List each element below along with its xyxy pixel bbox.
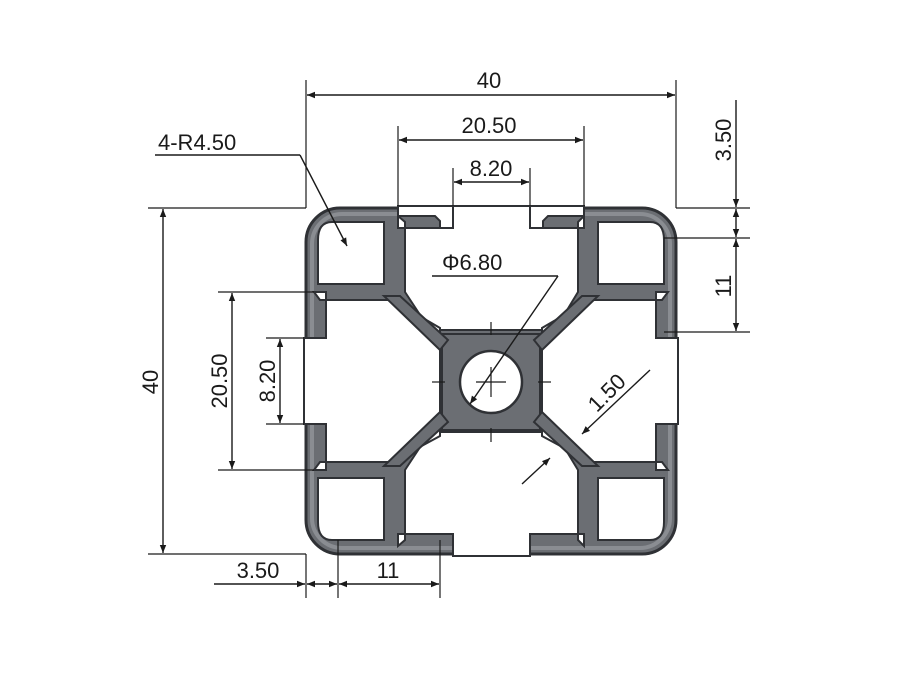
dim-bore: Φ6.80 xyxy=(442,250,502,275)
slot-top-channel xyxy=(397,205,585,331)
dim-overall-width: 40 xyxy=(477,68,501,93)
dim-pocket-right: 11 xyxy=(711,275,736,298)
cavity-top-left xyxy=(317,221,385,285)
dimension-lines xyxy=(148,80,750,598)
slot-bottom-channel xyxy=(397,431,585,557)
dim-overall-height: 40 xyxy=(138,370,163,394)
web-diagonals xyxy=(381,295,601,467)
slot-left-channel xyxy=(303,291,441,471)
dim-lip-bottom: 3.50 xyxy=(237,558,280,583)
dim-lip-right: 3.50 xyxy=(711,119,736,162)
dim-slot-inner-left: 8.20 xyxy=(255,360,280,403)
cavity-bottom-right xyxy=(597,477,665,541)
dim-slot-outer-top: 20.50 xyxy=(461,113,516,138)
dim-radius-callout: 4-R4.50 xyxy=(158,130,236,155)
extrusion-profile xyxy=(303,205,679,557)
cavity-top-right xyxy=(597,221,665,285)
cavity-bottom-left xyxy=(317,477,385,541)
dim-slot-outer-left: 20.50 xyxy=(207,353,232,408)
slot-right-channel xyxy=(541,291,679,471)
dim-pocket-bottom: 11 xyxy=(377,558,400,583)
dim-slot-inner-top: 8.20 xyxy=(470,156,513,181)
centerlines xyxy=(432,322,551,442)
